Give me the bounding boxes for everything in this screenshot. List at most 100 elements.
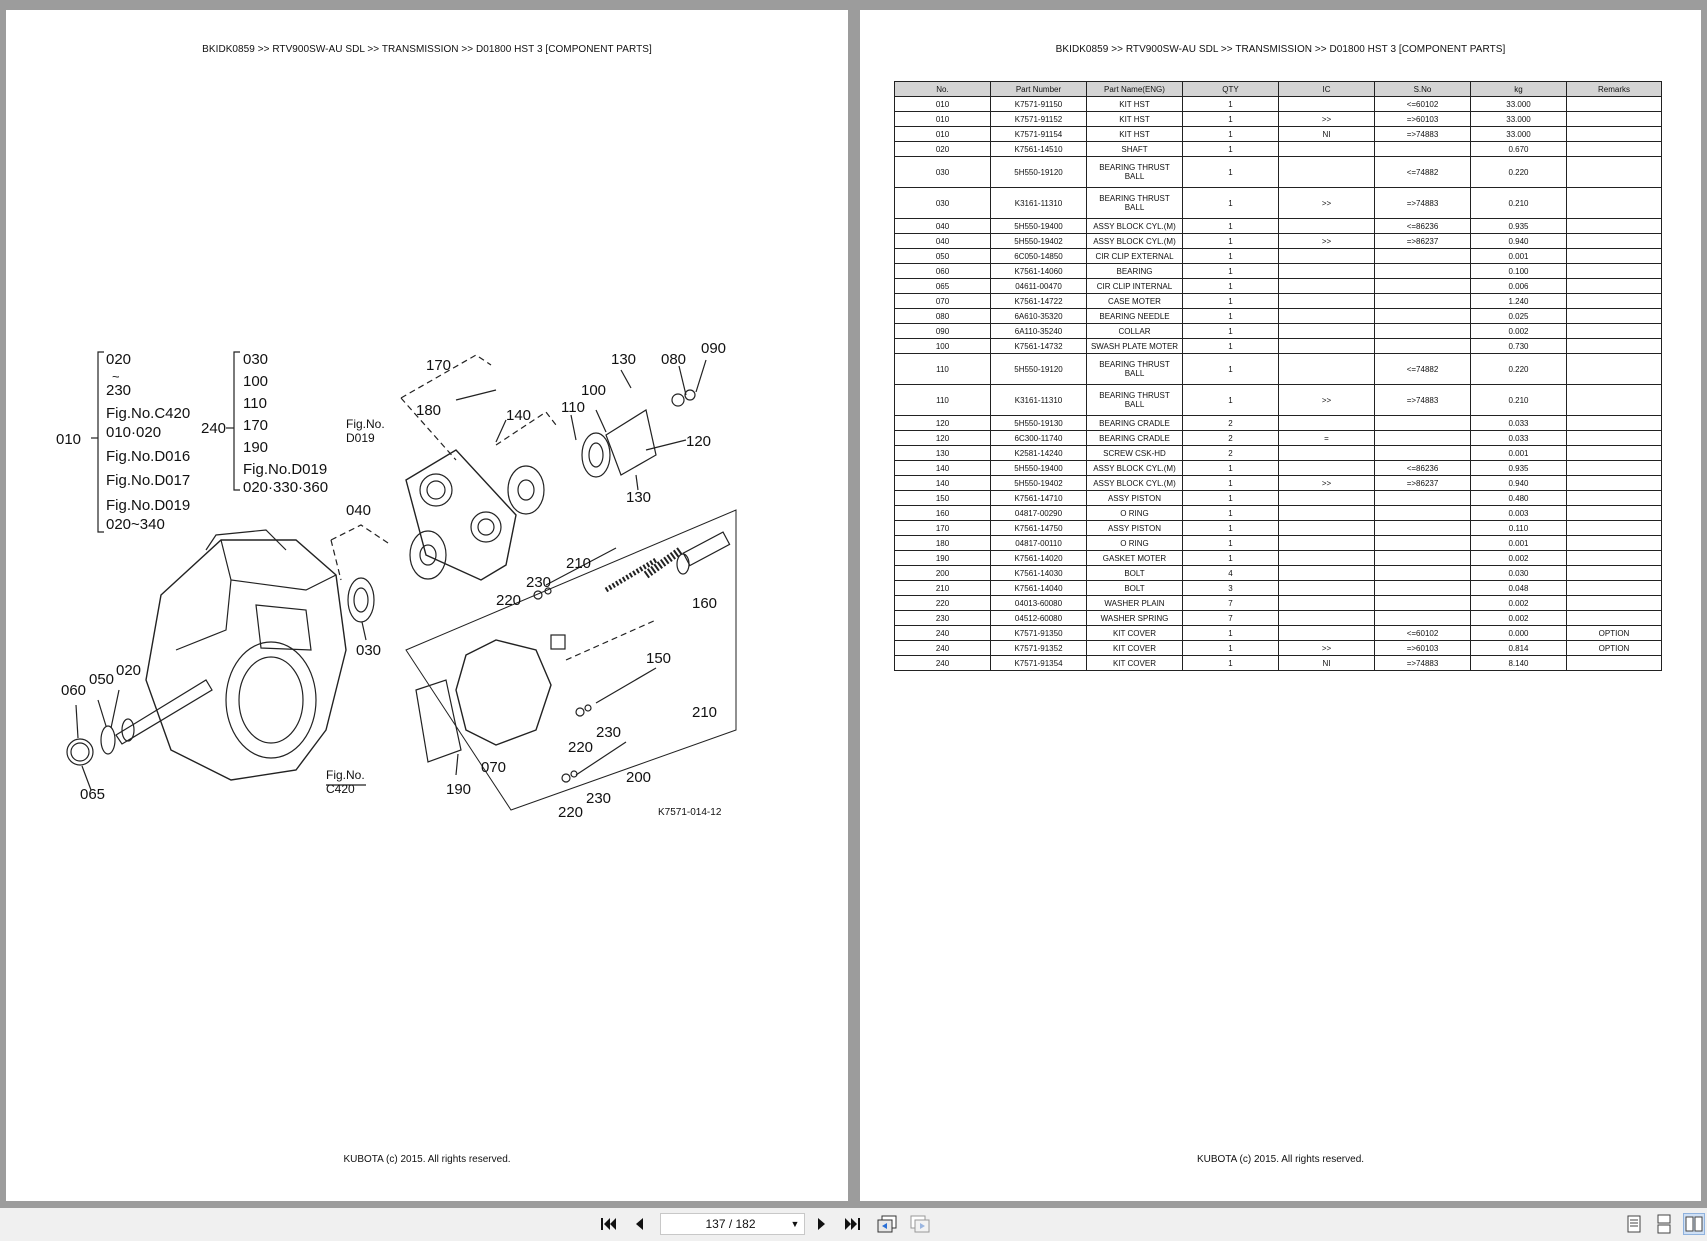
table-cell: 04512-60080 bbox=[990, 610, 1087, 626]
label-010: 010 bbox=[56, 431, 81, 448]
table-cell: 0.670 bbox=[1470, 141, 1567, 157]
table-cell: BEARING CRADLE bbox=[1086, 430, 1183, 446]
table-cell: 1 bbox=[1182, 96, 1279, 112]
table-cell: = bbox=[1278, 430, 1375, 446]
table-cell: 160 bbox=[894, 505, 991, 521]
table-cell: <=86236 bbox=[1374, 218, 1471, 234]
svg-text:150: 150 bbox=[646, 650, 671, 667]
table-cell: 040 bbox=[894, 233, 991, 249]
table-cell: COLLAR bbox=[1086, 323, 1183, 339]
table-cell: 1 bbox=[1182, 187, 1279, 219]
table-cell bbox=[1566, 610, 1662, 626]
table-cell: 1 bbox=[1182, 338, 1279, 354]
table-cell: 0.940 bbox=[1470, 475, 1567, 491]
label-240: 240 bbox=[201, 420, 226, 437]
table-cell bbox=[1566, 490, 1662, 506]
table-cell: WASHER PLAIN bbox=[1086, 595, 1183, 611]
table-cell bbox=[1566, 430, 1662, 446]
table-cell: GASKET MOTER bbox=[1086, 550, 1183, 566]
table-cell: 240 bbox=[894, 655, 991, 671]
table-cell: 5H550-19120 bbox=[990, 353, 1087, 385]
table-cell: 6A610-35320 bbox=[990, 308, 1087, 324]
chevron-down-icon[interactable]: ▼ bbox=[790, 1219, 800, 1229]
table-cell: BEARING THRUST BALL bbox=[1086, 156, 1183, 188]
table-cell: 6A110-35240 bbox=[990, 323, 1087, 339]
next-page-icon[interactable] bbox=[812, 1213, 832, 1235]
table-cell: K7561-14732 bbox=[990, 338, 1087, 354]
table-cell bbox=[1566, 580, 1662, 596]
table-cell bbox=[1374, 141, 1471, 157]
svg-text:080: 080 bbox=[661, 351, 686, 368]
svg-text:040: 040 bbox=[346, 502, 371, 519]
table-cell: 120 bbox=[894, 430, 991, 446]
table-cell: ASSY PISTON bbox=[1086, 520, 1183, 536]
go-forward-icon[interactable] bbox=[908, 1213, 932, 1235]
continuous-page-icon[interactable] bbox=[1655, 1213, 1673, 1235]
table-cell: OPTION bbox=[1566, 625, 1662, 641]
table-cell bbox=[1566, 308, 1662, 324]
table-cell: K7561-14750 bbox=[990, 520, 1087, 536]
table-cell: 1 bbox=[1182, 640, 1279, 656]
table-cell: KIT HST bbox=[1086, 111, 1183, 127]
table-cell bbox=[1374, 263, 1471, 279]
breadcrumb: BKIDK0859 >> RTV900SW-AU SDL >> TRANSMIS… bbox=[202, 44, 652, 55]
go-back-icon[interactable] bbox=[875, 1213, 899, 1235]
table-cell bbox=[1374, 415, 1471, 431]
svg-text:130: 130 bbox=[611, 351, 636, 368]
table-cell: 230 bbox=[894, 610, 991, 626]
svg-text:Fig.No.D019: Fig.No.D019 bbox=[243, 461, 327, 478]
table-cell bbox=[1278, 505, 1375, 521]
left-page: BKIDK0859 >> RTV900SW-AU SDL >> TRANSMIS… bbox=[6, 10, 848, 1201]
diagram-code: K7571-014-12 bbox=[658, 807, 722, 818]
table-cell bbox=[1374, 338, 1471, 354]
table-cell: =>86237 bbox=[1374, 475, 1471, 491]
page-number-select[interactable]: 137 / 182 ▼ bbox=[660, 1213, 805, 1235]
table-cell: BEARING bbox=[1086, 263, 1183, 279]
table-cell: ASSY BLOCK CYL.(M) bbox=[1086, 218, 1183, 234]
first-page-icon[interactable] bbox=[599, 1213, 619, 1235]
table-cell: 010 bbox=[894, 111, 991, 127]
svg-text:030: 030 bbox=[243, 351, 268, 368]
table-cell bbox=[1566, 156, 1662, 188]
table-cell: 0.210 bbox=[1470, 187, 1567, 219]
table-cell: BEARING THRUST BALL bbox=[1086, 353, 1183, 385]
table-cell: BOLT bbox=[1086, 565, 1183, 581]
table-cell bbox=[1278, 293, 1375, 309]
svg-text:230: 230 bbox=[596, 724, 621, 741]
table-cell: 1.240 bbox=[1470, 293, 1567, 309]
table-cell bbox=[1374, 580, 1471, 596]
prev-page-icon[interactable] bbox=[629, 1213, 649, 1235]
table-cell: 6C050-14850 bbox=[990, 248, 1087, 264]
last-page-icon[interactable] bbox=[842, 1213, 862, 1235]
svg-text:210: 210 bbox=[566, 555, 591, 572]
table-cell bbox=[1374, 308, 1471, 324]
table-cell: <=60102 bbox=[1374, 96, 1471, 112]
table-cell bbox=[1566, 535, 1662, 551]
table-cell: 1 bbox=[1182, 625, 1279, 641]
table-cell: K3161-11310 bbox=[990, 187, 1087, 219]
two-page-icon[interactable] bbox=[1683, 1213, 1705, 1235]
table-cell: CASE MOTER bbox=[1086, 293, 1183, 309]
svg-text:020·330·360: 020·330·360 bbox=[243, 479, 328, 496]
table-cell: 33.000 bbox=[1470, 111, 1567, 127]
table-cell bbox=[1566, 565, 1662, 581]
svg-text:230: 230 bbox=[526, 574, 551, 591]
table-cell bbox=[1566, 323, 1662, 339]
table-cell: 2 bbox=[1182, 430, 1279, 446]
table-cell bbox=[1566, 475, 1662, 491]
table-cell: 1 bbox=[1182, 218, 1279, 234]
table-cell: 0.000 bbox=[1470, 625, 1567, 641]
table-cell: <=60102 bbox=[1374, 625, 1471, 641]
table-cell bbox=[1566, 460, 1662, 476]
table-cell: 140 bbox=[894, 475, 991, 491]
table-cell: 0.220 bbox=[1470, 156, 1567, 188]
table-cell: 100 bbox=[894, 338, 991, 354]
single-page-icon[interactable] bbox=[1625, 1213, 1643, 1235]
